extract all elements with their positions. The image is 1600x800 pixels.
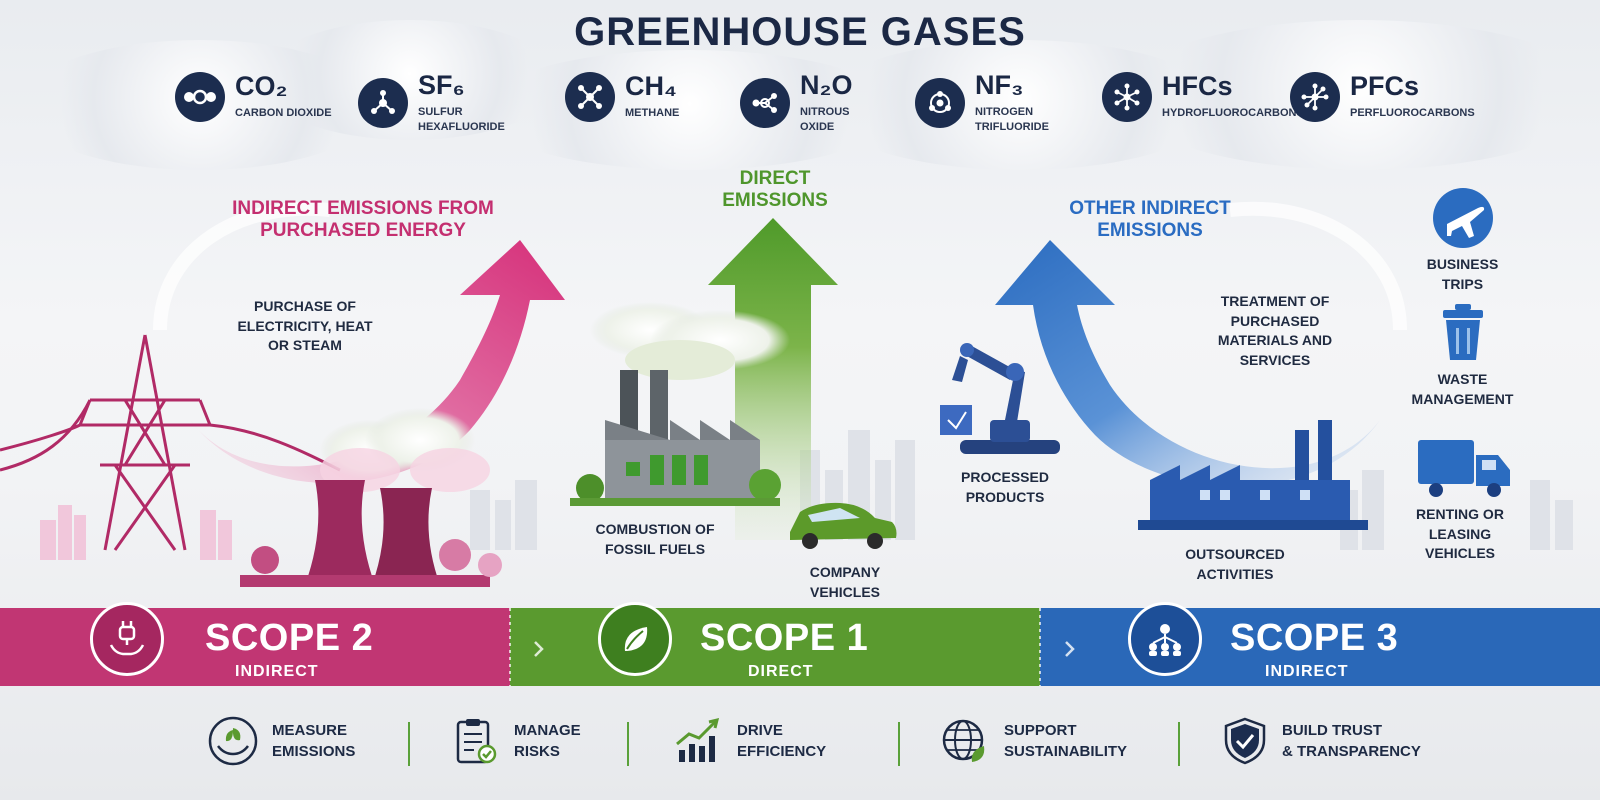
gas-formula: SF₆ <box>418 70 465 100</box>
scope3-source-products: PROCESSED PRODUCTS <box>961 469 1049 505</box>
gas-n2o: N₂O NITROUS OXIDE <box>740 72 870 135</box>
benefit-line: MANAGE <box>514 722 581 739</box>
gas-nf3: NF₃ NITROGEN TRIFLUORIDE <box>915 72 1075 135</box>
gas-sf6: SF₆ SULFUR HEXAFLUORIDE <box>358 72 513 135</box>
divider <box>627 722 629 766</box>
gas-formula: CO₂ <box>235 71 288 102</box>
gas-formula: HFCs <box>1162 71 1233 102</box>
chevron-right-icon <box>534 641 544 657</box>
gas-name: NITROGEN TRIFLUORIDE <box>975 106 1049 133</box>
truck-icon <box>1418 440 1510 497</box>
benefit-sustainability: SUPPORT SUSTAINABILITY <box>940 716 1127 766</box>
cloud-bank <box>1120 20 1600 170</box>
globe-leaf-icon <box>942 719 985 762</box>
molecule-icon <box>358 78 408 129</box>
benefit-line: EMISSIONS <box>272 743 356 760</box>
molecule-icon <box>175 72 225 122</box>
scope1-label: SCOPE 1 DIRECT <box>700 619 880 681</box>
scope1-heading: DIRECT EMISSIONS <box>722 168 828 211</box>
molecule-icon <box>915 78 965 129</box>
benefit-measure: MEASURE EMISSIONS <box>208 716 355 766</box>
car-icon <box>790 502 897 549</box>
gas-co2: CO₂ CARBON DIOXIDE <box>175 72 332 122</box>
scope1-subtitle: DIRECT <box>748 663 814 680</box>
divider <box>408 722 410 766</box>
robot-arm-icon <box>940 343 1060 454</box>
growth-chart-icon <box>676 717 720 762</box>
scope3-title: SCOPE 3 <box>1230 617 1399 659</box>
gas-name: HYDROFLUOROCARBONS <box>1162 107 1304 120</box>
scope3-waste-management: WASTE MANAGEMENT <box>1411 371 1514 407</box>
hands-leaf-icon <box>208 716 258 766</box>
gas-formula: N₂O <box>800 70 853 100</box>
scope2-label: SCOPE 2 INDIRECT <box>205 619 385 681</box>
scope3-label: SCOPE 3 INDIRECT <box>1230 619 1410 681</box>
benefit-line: RISKS <box>514 743 560 760</box>
network-people-icon <box>1128 602 1202 676</box>
gas-name: CARBON DIOXIDE <box>235 107 332 120</box>
gas-name: PERFLUOROCARBONS <box>1350 107 1475 120</box>
scope1-badge <box>598 602 672 676</box>
scope2-badge <box>90 602 164 676</box>
gas-name: SULFUR HEXAFLUORIDE <box>418 106 505 133</box>
factory <box>570 302 790 506</box>
scope2-heading: INDIRECT EMISSIONS FROM PURCHASED ENERGY <box>232 198 494 241</box>
cooling-towers <box>240 408 502 587</box>
scope2-subtitle: INDIRECT <box>235 663 319 680</box>
plug-hand-icon <box>90 602 164 676</box>
benefit-efficiency: DRIVE EFFICIENCY <box>673 716 826 766</box>
gas-formula: NF₃ <box>975 70 1024 100</box>
gas-ch4: CH₄ METHANE <box>565 72 679 122</box>
leaf-icon <box>598 602 672 676</box>
divider <box>1178 722 1180 766</box>
benefit-line: DRIVE <box>737 722 783 739</box>
benefit-line: EFFICIENCY <box>737 743 827 760</box>
benefit-trust: BUILD TRUST & TRANSPARENCY <box>1222 716 1421 766</box>
scope3-source-materials: TREATMENT OF PURCHASED MATERIALS AND SER… <box>1217 293 1333 368</box>
scope3-business-trips: BUSINESS TRIPS <box>1426 256 1499 292</box>
scope3-source-outsourced: OUTSOURCED ACTIVITIES <box>1185 546 1285 582</box>
gas-formula: CH₄ <box>625 71 677 102</box>
benefit-line: & TRANSPARENCY <box>1282 743 1421 760</box>
scope3-renting-vehicles: RENTING OR LEASING VEHICLES <box>1416 506 1504 562</box>
divider <box>898 722 900 766</box>
scope1-source-fossil: COMBUSTION OF FOSSIL FUELS <box>595 521 715 557</box>
benefit-line: BUILD TRUST <box>1282 722 1382 739</box>
trash-bin-icon <box>1443 304 1483 360</box>
shield-check-icon <box>1224 717 1266 765</box>
scope1-source-vehicles: COMPANY VEHICLES <box>809 564 881 600</box>
scope3-subtitle: INDIRECT <box>1265 663 1349 680</box>
outsourced-factory <box>1138 420 1368 530</box>
molecule-icon <box>565 72 615 122</box>
scope1-title: SCOPE 1 <box>700 617 869 659</box>
benefit-line: SUPPORT <box>1004 722 1077 739</box>
molecule-icon <box>1102 72 1152 122</box>
scope3-badge <box>1128 602 1202 676</box>
scope2-source: PURCHASE OF ELECTRICITY, HEAT OR STEAM <box>237 298 373 354</box>
power-tower-icon <box>0 334 341 551</box>
page-title: GREENHOUSE GASES <box>574 10 1026 54</box>
scope3-arrow <box>995 240 1380 487</box>
clipboard-check-icon <box>456 719 497 764</box>
scope2-band <box>0 608 510 686</box>
gas-name: NITROUS OXIDE <box>800 106 850 133</box>
gas-formula: PFCs <box>1350 71 1420 102</box>
benefit-manage: MANAGE RISKS <box>450 716 581 766</box>
benefit-line: SUSTAINABILITY <box>1004 743 1128 760</box>
scope2-title: SCOPE 2 <box>205 617 374 659</box>
benefit-line: MEASURE <box>272 722 348 739</box>
scope2-arrow <box>190 240 565 484</box>
chevron-right-icon <box>1065 641 1075 657</box>
molecule-icon <box>1290 72 1340 122</box>
gas-name: METHANE <box>625 107 680 120</box>
pink-skyline <box>40 505 232 560</box>
scope3-heading: OTHER INDIRECT EMISSIONS <box>1069 198 1231 241</box>
molecule-icon <box>740 78 790 129</box>
